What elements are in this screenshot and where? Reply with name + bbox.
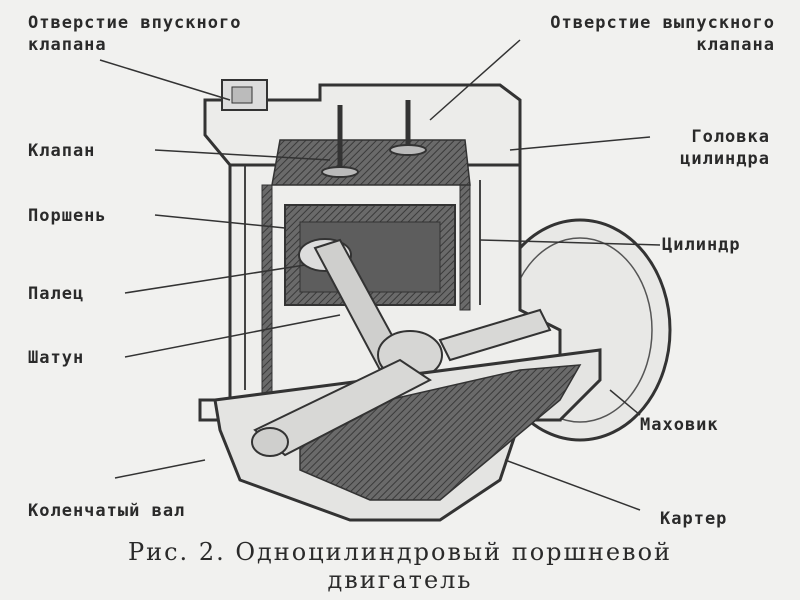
figure-caption-line2: двигатель: [0, 566, 800, 594]
intake-port-label-line2: клапана: [28, 34, 241, 56]
crankshaft-label: Коленчатый вал: [28, 500, 185, 522]
intake-port-label: Отверстие впускного клапана: [28, 12, 241, 56]
figure-caption-line1: Рис. 2. Одноцилиндровый поршневой: [0, 538, 800, 566]
cylinder-head-label: Головка цилиндра: [560, 126, 770, 170]
valve-label: Клапан: [28, 140, 95, 162]
piston-label: Поршень: [28, 205, 107, 227]
exhaust-port-label-line2: клапана: [440, 34, 775, 56]
connecting-rod-label: Шатун: [28, 347, 84, 369]
pin-label: Палец: [28, 283, 84, 305]
piston-shape: [285, 205, 455, 305]
figure-caption: Рис. 2. Одноцилиндровый поршневой двигат…: [0, 538, 800, 594]
exhaust-port-label-line1: Отверстие выпускного: [440, 12, 775, 34]
exhaust-port-label: Отверстие выпускного клапана: [440, 12, 775, 56]
cylinder-head-label-line1: Головка: [560, 126, 770, 148]
cylinder-head-label-line2: цилиндра: [560, 148, 770, 170]
crankcase-label: Картер: [660, 508, 727, 530]
flywheel-label: Маховик: [640, 414, 719, 436]
cylinder-label: Цилиндр: [662, 234, 741, 256]
intake-port-label-line1: Отверстие впускного: [28, 12, 241, 34]
